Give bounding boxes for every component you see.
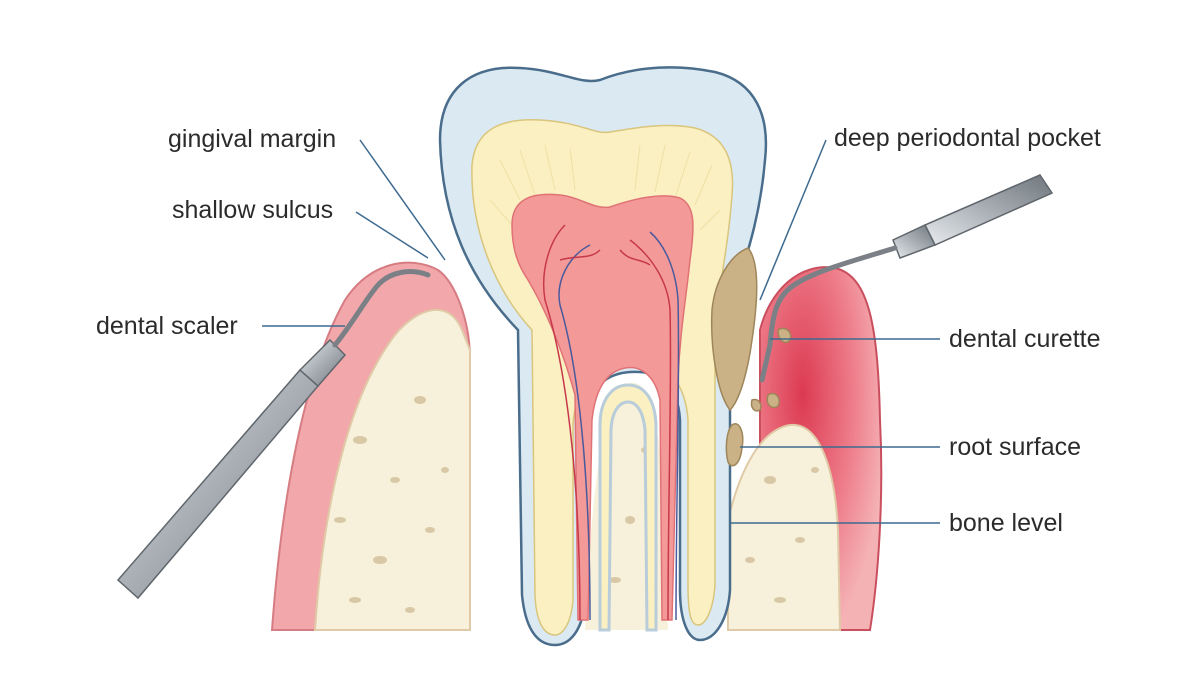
bone-speckles — [334, 396, 819, 613]
label-shallow-sulcus: shallow sulcus — [172, 196, 334, 224]
leader-shallow-sulcus — [355, 211, 429, 259]
label-gingival-margin: gingival margin — [168, 125, 337, 153]
label-dental-scaler: dental scaler — [96, 312, 238, 340]
label-deep-periodontal-pocket: deep periodontal pocket — [834, 124, 1101, 152]
dentin-tubules — [489, 144, 721, 231]
label-bone-level: bone level — [949, 509, 1063, 537]
label-dental-curette: dental curette — [949, 325, 1101, 353]
leader-lines — [262, 139, 940, 524]
dental-curette-instrument — [759, 174, 1054, 383]
blood-vessels — [542, 224, 680, 621]
label-root-surface: root surface — [949, 433, 1082, 461]
calculus-deposits — [710, 247, 792, 467]
dental-scaler-instrument — [116, 269, 431, 600]
leader-gingival-margin — [359, 139, 446, 261]
alveolar-bone-right — [727, 423, 842, 631]
leader-deep-periodontal-pocket — [759, 139, 827, 301]
root-canal-inner — [598, 383, 658, 632]
alveolar-bone-left — [313, 308, 471, 631]
